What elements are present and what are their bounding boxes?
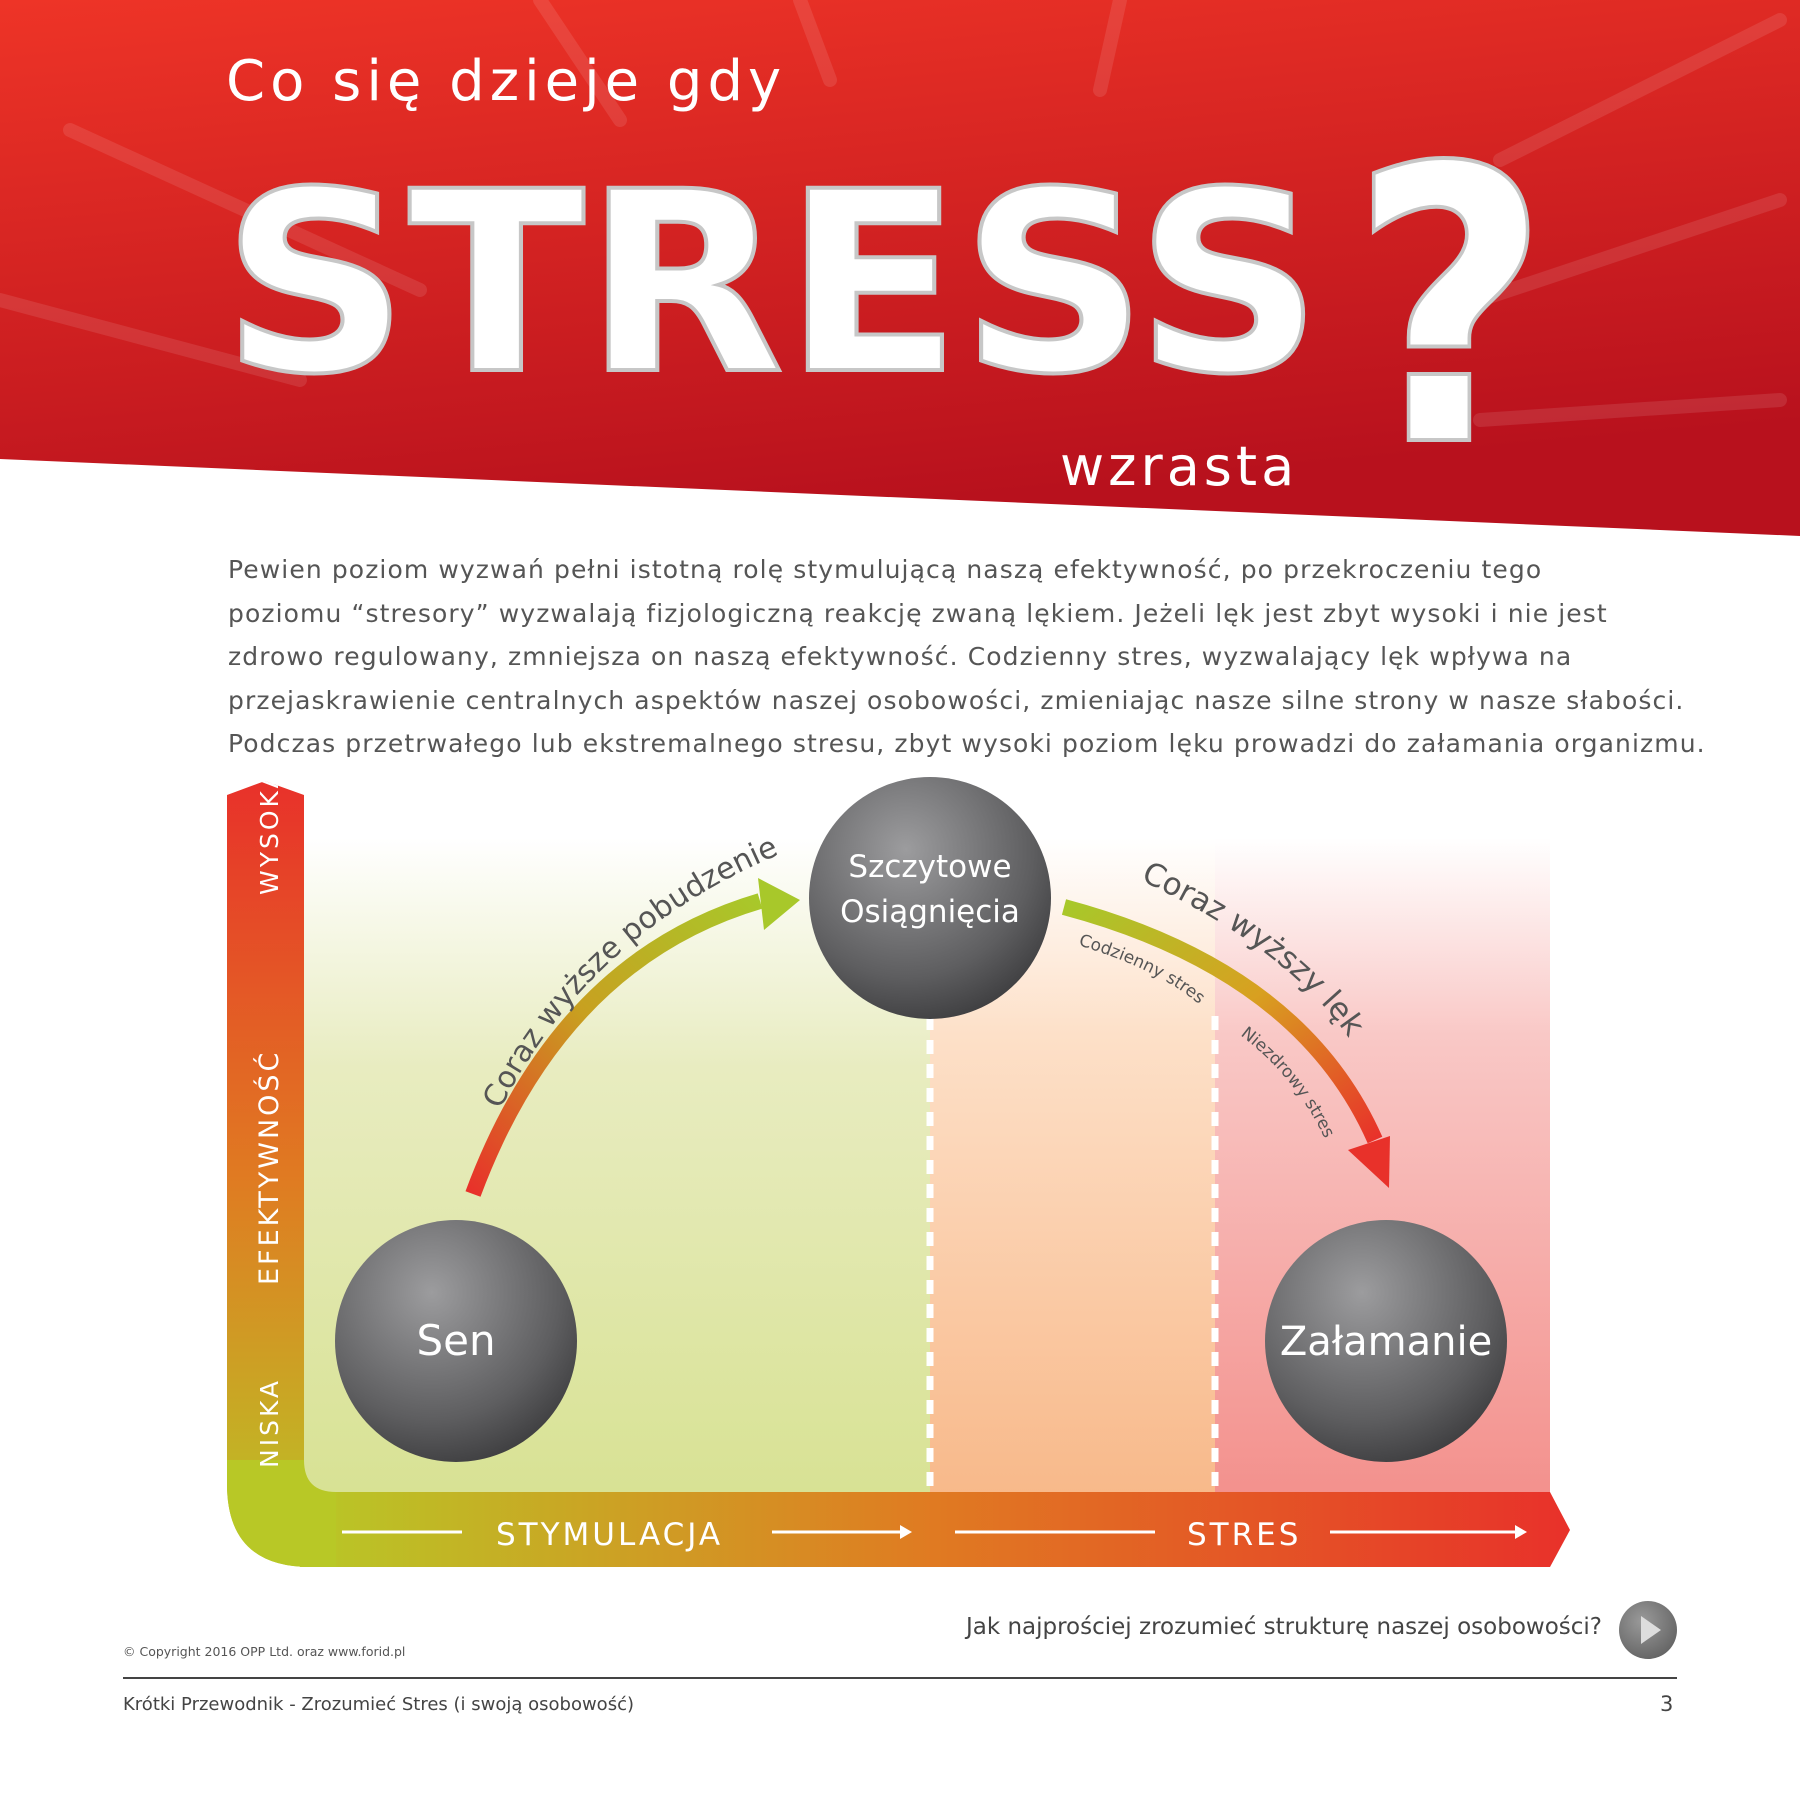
paragraph-line: Podczas przetrwałego lub ekstremalnego s… (228, 729, 1706, 759)
falling-arrowhead (1348, 1136, 1390, 1188)
node-breakdown-label: Załamanie (1280, 1319, 1492, 1365)
x-axis-arrowhead (900, 1525, 912, 1539)
falling-arrow (1061, 899, 1383, 1144)
x-axis-band (300, 1492, 1570, 1567)
x-axis-arrowhead (1515, 1525, 1527, 1539)
y-axis-low: NISKA (255, 1378, 284, 1468)
intro-paragraph: Pewien poziom wyzwań pełni istotną rolę … (228, 548, 1788, 766)
node-breakdown (1265, 1220, 1507, 1462)
rising-arrowhead (758, 878, 800, 930)
header-banner (0, 0, 1800, 536)
header-rays (0, 0, 1787, 427)
y-axis-label: EFEKTYWNOŚĆ (253, 1050, 285, 1285)
paragraph-line: poziomu “stresory” wyzwalają fizjologicz… (228, 598, 1608, 628)
node-sleep (335, 1220, 577, 1462)
paragraph-line: przejaskrawienie centralnych aspektów na… (228, 685, 1685, 715)
play-icon[interactable] (1619, 1601, 1677, 1659)
header-title: STRESS (222, 138, 1322, 429)
page-number: 3 (1660, 1692, 1674, 1716)
footer-divider (123, 1677, 1677, 1679)
guide-title: Krótki Przewodnik - Zrozumieć Stres (i s… (123, 1694, 634, 1715)
node-peak (809, 777, 1051, 1019)
header-pre-title: Co się dzieje gdy (226, 49, 786, 114)
header-post-title: wzrasta (1060, 435, 1298, 498)
node-sleep-label: Sen (416, 1316, 495, 1365)
paragraph-line: zdrowo regulowany, zmniejsza on naszą ef… (228, 642, 1573, 672)
copyright: © Copyright 2016 OPP Ltd. oraz www.forid… (123, 1644, 406, 1659)
x-axis-stimulation: STYMULACJA (496, 1517, 723, 1553)
next-question-link[interactable]: Jak najprościej zrozumieć strukturę nasz… (965, 1614, 1602, 1640)
x-axis-stress: STRES (1187, 1517, 1301, 1553)
node-peak-label-1: Szczytowe (848, 849, 1011, 885)
axis-corner (227, 1460, 336, 1567)
paragraph-line: Pewien poziom wyzwań pełni istotną rolę … (228, 555, 1543, 584)
y-axis-high: WYSOKA (255, 768, 284, 895)
y-axis-band (227, 781, 328, 1567)
node-peak-label-2: Osiągnięcia (840, 894, 1020, 930)
header-question-mark: ? (1350, 87, 1550, 530)
rising-arrow (465, 893, 763, 1197)
